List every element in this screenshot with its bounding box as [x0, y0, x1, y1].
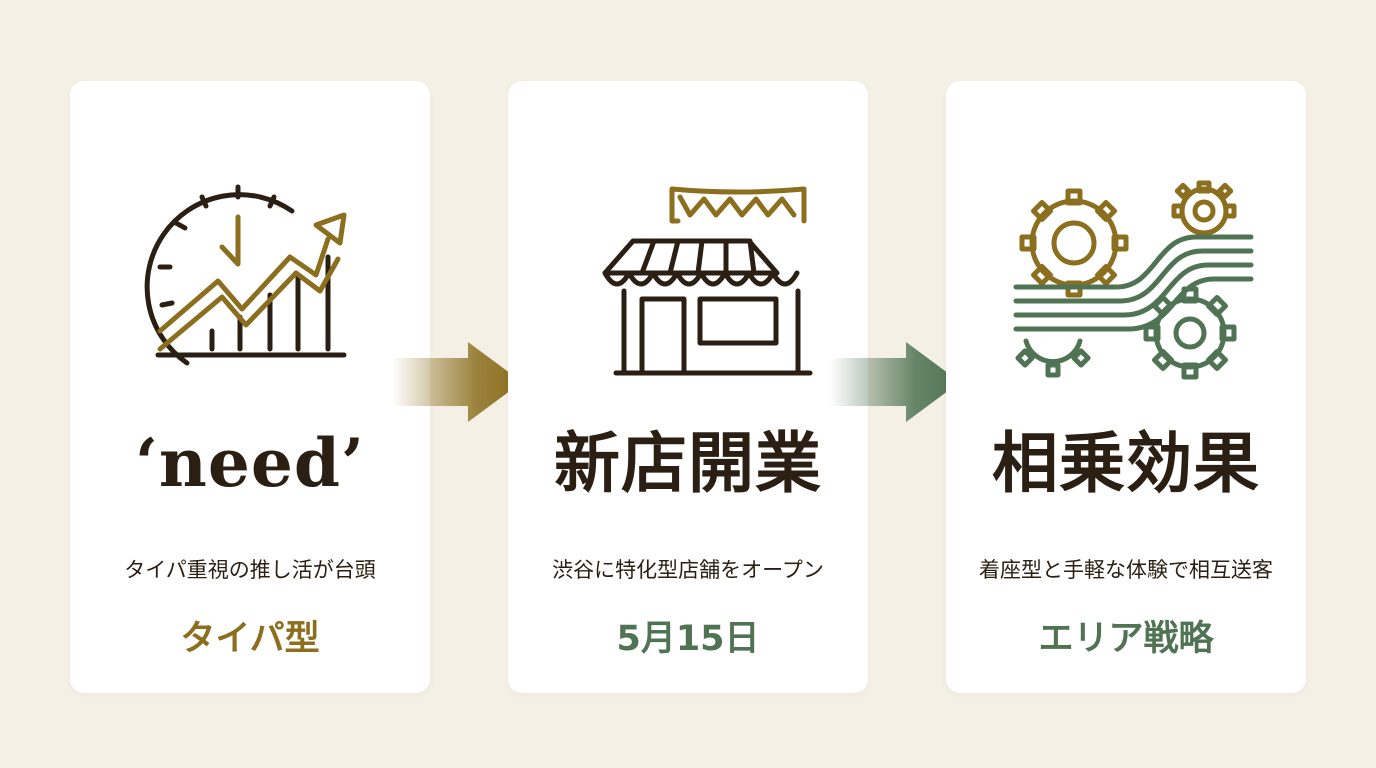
card-description: タイパ重視の推し活が台頭 [124, 558, 376, 582]
gears-flow-icon [996, 180, 1256, 391]
arrow-right-icon [830, 342, 960, 422]
card-keyword: エリア戦略 [1038, 619, 1214, 659]
storefront-icon [558, 181, 818, 391]
card-keyword: タイパ型 [180, 619, 320, 659]
clock-growth-chart-icon [120, 181, 380, 391]
card-keyword: 5月15日 [616, 619, 760, 659]
card-need: ‘need’ タイパ重視の推し活が台頭 タイパ型 [70, 81, 430, 693]
card-synergy: 相乗効果 着座型と手軽な体験で相互送客 エリア戦略 [946, 81, 1306, 693]
card-description: 渋谷に特化型店舗をオープン [552, 558, 824, 582]
card-description: 着座型と手軽な体験で相互送客 [979, 558, 1273, 582]
card-title: ‘need’ [134, 424, 366, 502]
card-title: 相乗効果 [992, 424, 1260, 502]
card-title: 新店開業 [554, 424, 822, 502]
arrow-right-icon [392, 342, 522, 422]
card-new-store: 新店開業 渋谷に特化型店舗をオープン 5月15日 [508, 81, 868, 693]
